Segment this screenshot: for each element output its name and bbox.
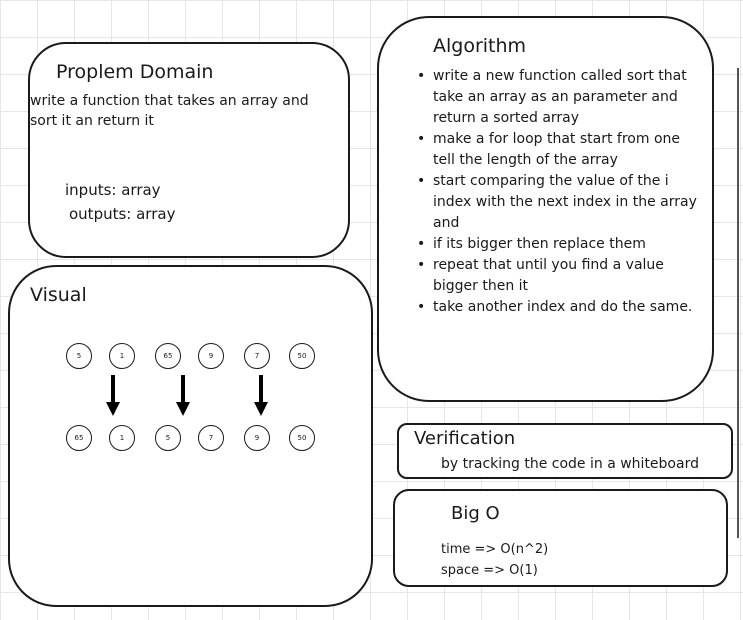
top-node: 1 [109, 343, 135, 369]
algorithm-step: write a new function called sort that ta… [415, 66, 703, 129]
bottom-node: 9 [244, 425, 270, 451]
algorithm-steps: write a new function called sort that ta… [415, 66, 703, 318]
problem-domain-title: Proplem Domain [56, 61, 214, 83]
problem-domain-box: Proplem Domain write a function that tak… [28, 42, 350, 258]
problem-domain-line-1: write a function that takes an array and [30, 93, 309, 109]
verification-box: Verification by tracking the code in a w… [397, 423, 733, 479]
algorithm-step: make a for loop that start from one tell… [415, 129, 703, 171]
problem-inputs: inputs: array [65, 181, 161, 199]
bottom-node: 65 [66, 425, 92, 451]
page-edge-line [737, 68, 739, 538]
top-node: 9 [198, 343, 224, 369]
top-node: 50 [289, 343, 315, 369]
top-node: 65 [155, 343, 181, 369]
algorithm-step: if its bigger then replace them [415, 234, 703, 255]
big-o-title: Big O [451, 503, 500, 524]
visual-box: Visual 5 1 65 9 7 50 65 1 5 7 9 50 [8, 265, 373, 607]
problem-domain-line-2: sort it an return it [30, 113, 154, 129]
algorithm-step: take another index and do the same. [415, 297, 703, 318]
bottom-node: 7 [198, 425, 224, 451]
big-o-time: time => O(n^2) [441, 542, 549, 557]
algorithm-box: Algorithm write a new function called so… [377, 16, 714, 402]
algorithm-title: Algorithm [433, 35, 527, 57]
bottom-node: 50 [289, 425, 315, 451]
bottom-node: 1 [109, 425, 135, 451]
big-o-box: Big O time => O(n^2) space => O(1) [393, 489, 728, 587]
algorithm-step: repeat that until you find a value bigge… [415, 255, 703, 297]
top-node: 5 [66, 343, 92, 369]
algorithm-step: start comparing the value of the i index… [415, 171, 703, 234]
visual-title: Visual [30, 284, 87, 306]
verification-title: Verification [414, 428, 516, 449]
top-node: 7 [244, 343, 270, 369]
verification-text: by tracking the code in a whiteboard [441, 456, 699, 472]
bottom-node: 5 [155, 425, 181, 451]
big-o-space: space => O(1) [441, 563, 538, 578]
problem-outputs: outputs: array [69, 205, 176, 223]
